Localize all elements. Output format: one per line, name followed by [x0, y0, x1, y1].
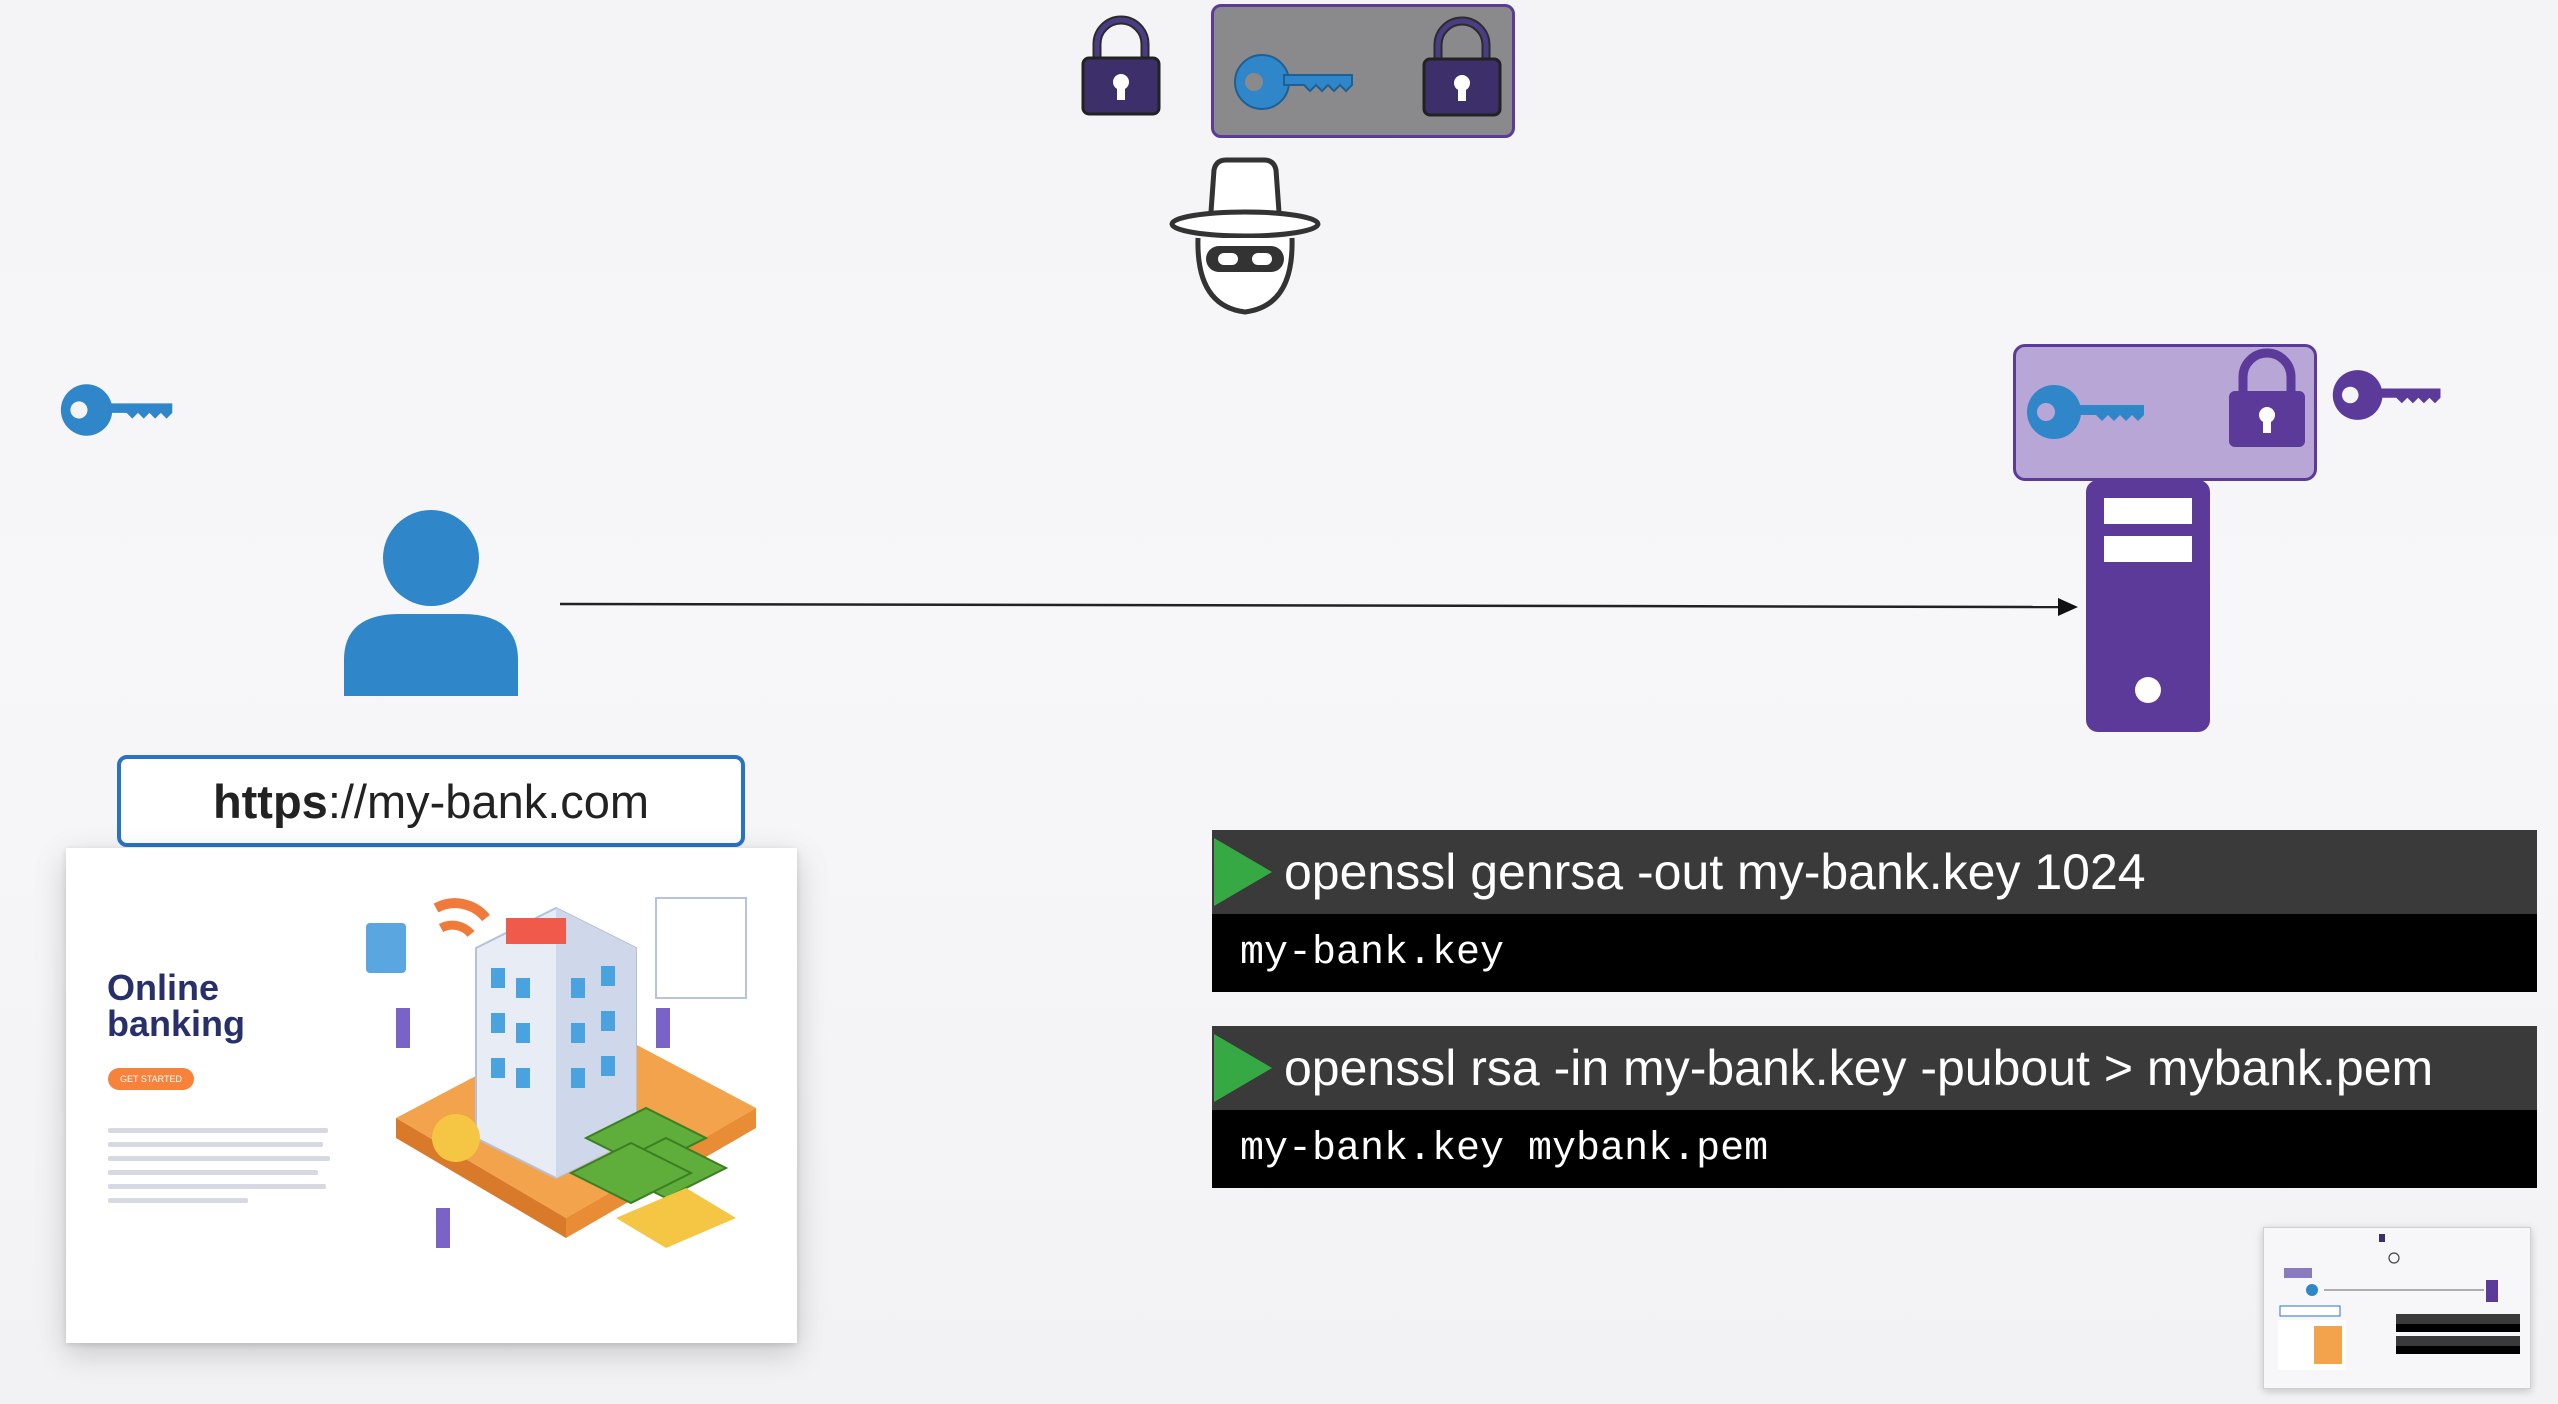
terminal-command: openssl rsa -in my-bank.key -pubout > my…	[1284, 1040, 2434, 1096]
bank-website-preview: Online banking GET STARTED	[66, 848, 797, 1343]
terminal-output: my-bank.key	[1212, 914, 2537, 992]
key-icon	[2024, 381, 2150, 443]
lock-icon	[1421, 15, 1503, 119]
lorem-line	[108, 1198, 248, 1203]
lorem-line	[108, 1184, 326, 1189]
terminal-genrsa: openssl genrsa -out my-bank.key 1024 my-…	[1212, 830, 2537, 992]
top-lock-icon	[1080, 14, 1162, 118]
server-public-key-icon	[2330, 366, 2446, 424]
terminal-command: openssl genrsa -out my-bank.key 1024	[1284, 844, 2146, 900]
bank-page-title: Online banking	[107, 967, 246, 1044]
request-arrow	[558, 594, 2080, 620]
url-scheme: https	[212, 774, 328, 828]
terminal-output: my-bank.key mybank.pem	[1212, 1110, 2537, 1188]
terminal-command-bar: openssl rsa -in my-bank.key -pubout > my…	[1212, 1026, 2537, 1110]
get-started-button[interactable]: GET STARTED	[108, 1068, 194, 1090]
banking-illustration	[356, 888, 776, 1308]
play-icon	[1214, 1034, 1272, 1102]
user-key-icon	[58, 380, 178, 440]
lorem-line	[108, 1170, 318, 1175]
terminal-rsa-pubout: openssl rsa -in my-bank.key -pubout > my…	[1212, 1026, 2537, 1188]
terminal-command-bar: openssl genrsa -out my-bank.key 1024	[1212, 830, 2537, 914]
lock-icon	[2226, 347, 2308, 451]
url-bar[interactable]: https://my-bank.com	[117, 755, 745, 847]
lorem-line	[108, 1142, 323, 1147]
lorem-line	[108, 1156, 330, 1161]
hacker-icon	[1168, 156, 1322, 316]
play-icon	[1214, 838, 1272, 906]
key-icon	[1232, 51, 1358, 113]
server-icon	[2084, 480, 2212, 732]
user-icon	[344, 510, 518, 696]
url-domain: ://my-bank.com	[327, 774, 650, 828]
slide-thumbnail[interactable]	[2263, 1227, 2531, 1389]
intercepted-key-box	[1211, 4, 1515, 138]
server-key-box	[2013, 344, 2317, 481]
lorem-line	[108, 1128, 328, 1133]
